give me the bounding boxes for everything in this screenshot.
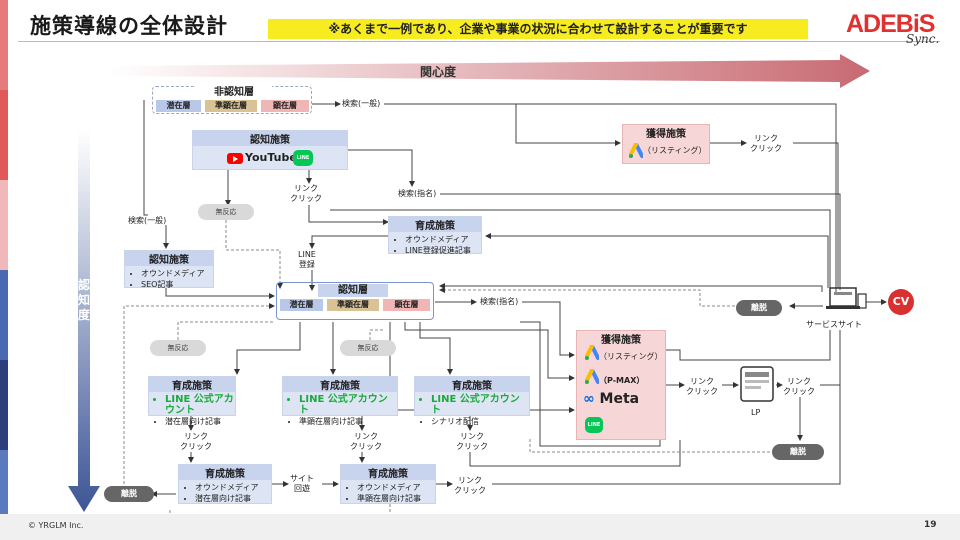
cv-badge: CV [888, 289, 914, 315]
side-stripe [0, 360, 8, 450]
list-item: オウンドメディア [405, 234, 481, 245]
page-number: 19 [924, 520, 937, 530]
list-item: LINE登録促進記事 [405, 245, 481, 256]
site-visit-label: サイト 回遊 [290, 474, 314, 494]
google-ads-icon [585, 369, 599, 384]
line-nurture-scenario: 育成施策 LINE 公式アカウントシナリオ配信 [414, 376, 530, 426]
line-nurture-latent: 育成施策 LINE 公式アカウント潜在層向け記事 [148, 376, 236, 426]
box-title: 育成施策 [149, 377, 235, 392]
footer-bar [0, 514, 960, 540]
link-click-label: リンク クリック [686, 377, 718, 397]
listing-label: （リスティング） [643, 146, 707, 155]
list-item: オウンドメディア [195, 482, 271, 493]
nurture-owned-semi: 育成施策 オウンドメディア準顕在層向け記事 [340, 464, 436, 504]
non-aware-semi: 準顕在層 [205, 100, 257, 112]
list-item: オウンドメディア [141, 268, 213, 279]
youtube-label: YouTube [245, 151, 297, 164]
box-title: 育成施策 [341, 465, 435, 480]
list-item: オウンドメディア [357, 482, 435, 493]
non-aware-latent: 潜在層 [156, 100, 201, 112]
line-register-label: LINE 登録 [298, 250, 316, 270]
aware-apparent: 顕在層 [383, 299, 430, 311]
youtube-icon [227, 152, 243, 164]
logo: ADEBiS [846, 10, 935, 38]
awareness-measure-top: 認知施策 YouTube LINE [192, 130, 348, 170]
service-site-label: サービスサイト [806, 320, 862, 329]
acquisition-measure-top: 獲得施策 （リスティング） [622, 124, 710, 164]
disclaimer-note: ※あくまで一例であり、企業や事業の状況に合わせて設計することが重要です [268, 19, 808, 39]
box-title: 獲得施策 [646, 129, 686, 140]
title-underline [18, 41, 940, 42]
acquisition-measure-main: 獲得施策 （リスティング） （P-MAX） ∞ Meta LINE [576, 330, 666, 440]
box-title: 育成施策 [179, 465, 271, 480]
link-click-label: リンク クリック [783, 377, 815, 397]
listing-label: （リスティング） [599, 352, 663, 361]
side-stripe [0, 0, 8, 90]
non-aware-layer-title: 非認知層 [196, 86, 272, 99]
link-click-label: リンク クリック [350, 432, 382, 452]
list-item: 潜在層向け記事 [165, 416, 235, 427]
search-general-label: 検索(一般) [342, 99, 381, 108]
lp-icon [740, 366, 774, 402]
awareness-axis-label: 認知度 [77, 278, 90, 322]
link-click-label: リンク クリック [290, 184, 322, 204]
list-item: 潜在層向け記事 [195, 493, 271, 504]
youtube-logo: YouTube [227, 151, 297, 164]
search-named-label: 検索(指名) [398, 189, 437, 198]
service-site-icon [826, 287, 867, 309]
pmax-label: （P-MAX） [599, 376, 645, 385]
search-named-label: 検索(指名) [480, 297, 519, 306]
line-icon: LINE [293, 150, 313, 166]
side-stripe [0, 450, 8, 514]
link-click-label: リンク クリック [454, 476, 486, 496]
non-aware-apparent: 顕在層 [261, 100, 309, 112]
line-official-account: LINE 公式アカウント [299, 394, 397, 416]
list-item: SEO記事 [141, 279, 213, 290]
awareness-measure-left: 認知施策 オウンドメディアSEO記事 [124, 250, 214, 290]
link-click-label: リンク クリック [456, 432, 488, 452]
aware-latent: 潜在層 [280, 299, 323, 311]
nurture-owned-latent: 育成施策 オウンドメディア潜在層向け記事 [178, 464, 272, 504]
aware-semi: 準顕在層 [327, 299, 379, 311]
meta-logo: ∞ Meta [583, 391, 639, 407]
copyright: © YRGLM Inc. [28, 521, 84, 530]
line-official-account: LINE 公式アカウント [165, 394, 235, 416]
meta-icon: ∞ [583, 391, 595, 407]
logo-sub: Sync. [906, 32, 940, 46]
churn-badge: 離脱 [104, 486, 154, 502]
box-title: 認知施策 [193, 131, 347, 146]
google-ads-icon [585, 345, 599, 360]
no-reaction-badge: 無反応 [198, 204, 254, 220]
meta-label: Meta [599, 391, 640, 407]
search-general-label: 検索(一般) [128, 216, 167, 225]
side-stripe [0, 270, 8, 360]
box-title: 育成施策 [389, 217, 481, 232]
list-item: 準顕在層向け記事 [357, 493, 435, 504]
box-title: 認知施策 [125, 251, 213, 266]
line-nurture-semi: 育成施策 LINE 公式アカウント準顕在層向け記事 [282, 376, 398, 426]
interest-axis-label: 関心度 [420, 65, 457, 79]
churn-badge: 離脱 [772, 444, 824, 460]
no-reaction-badge: 無反応 [340, 340, 396, 356]
aware-layer-title: 認知層 [318, 284, 388, 297]
line-official-account: LINE 公式アカウント [431, 394, 529, 416]
side-stripe [0, 180, 8, 270]
lp-label: LP [751, 408, 761, 417]
side-stripe [0, 90, 8, 180]
google-ads-icon [629, 143, 643, 158]
link-click-label: リンク クリック [750, 134, 782, 154]
no-reaction-badge: 無反応 [150, 340, 206, 356]
list-item: シナリオ配信 [431, 416, 529, 427]
list-item: 準顕在層向け記事 [299, 416, 397, 427]
churn-badge: 離脱 [736, 300, 782, 316]
nurture-measure-top: 育成施策 オウンドメディアLINE登録促進記事 [388, 216, 482, 256]
page-title: 施策導線の全体設計 [30, 14, 228, 38]
box-title: 育成施策 [415, 377, 529, 392]
aware-layer-group [276, 282, 434, 320]
box-title: 育成施策 [283, 377, 397, 392]
line-icon: LINE [585, 417, 603, 433]
box-title: 獲得施策 [601, 335, 641, 346]
link-click-label: リンク クリック [180, 432, 212, 452]
